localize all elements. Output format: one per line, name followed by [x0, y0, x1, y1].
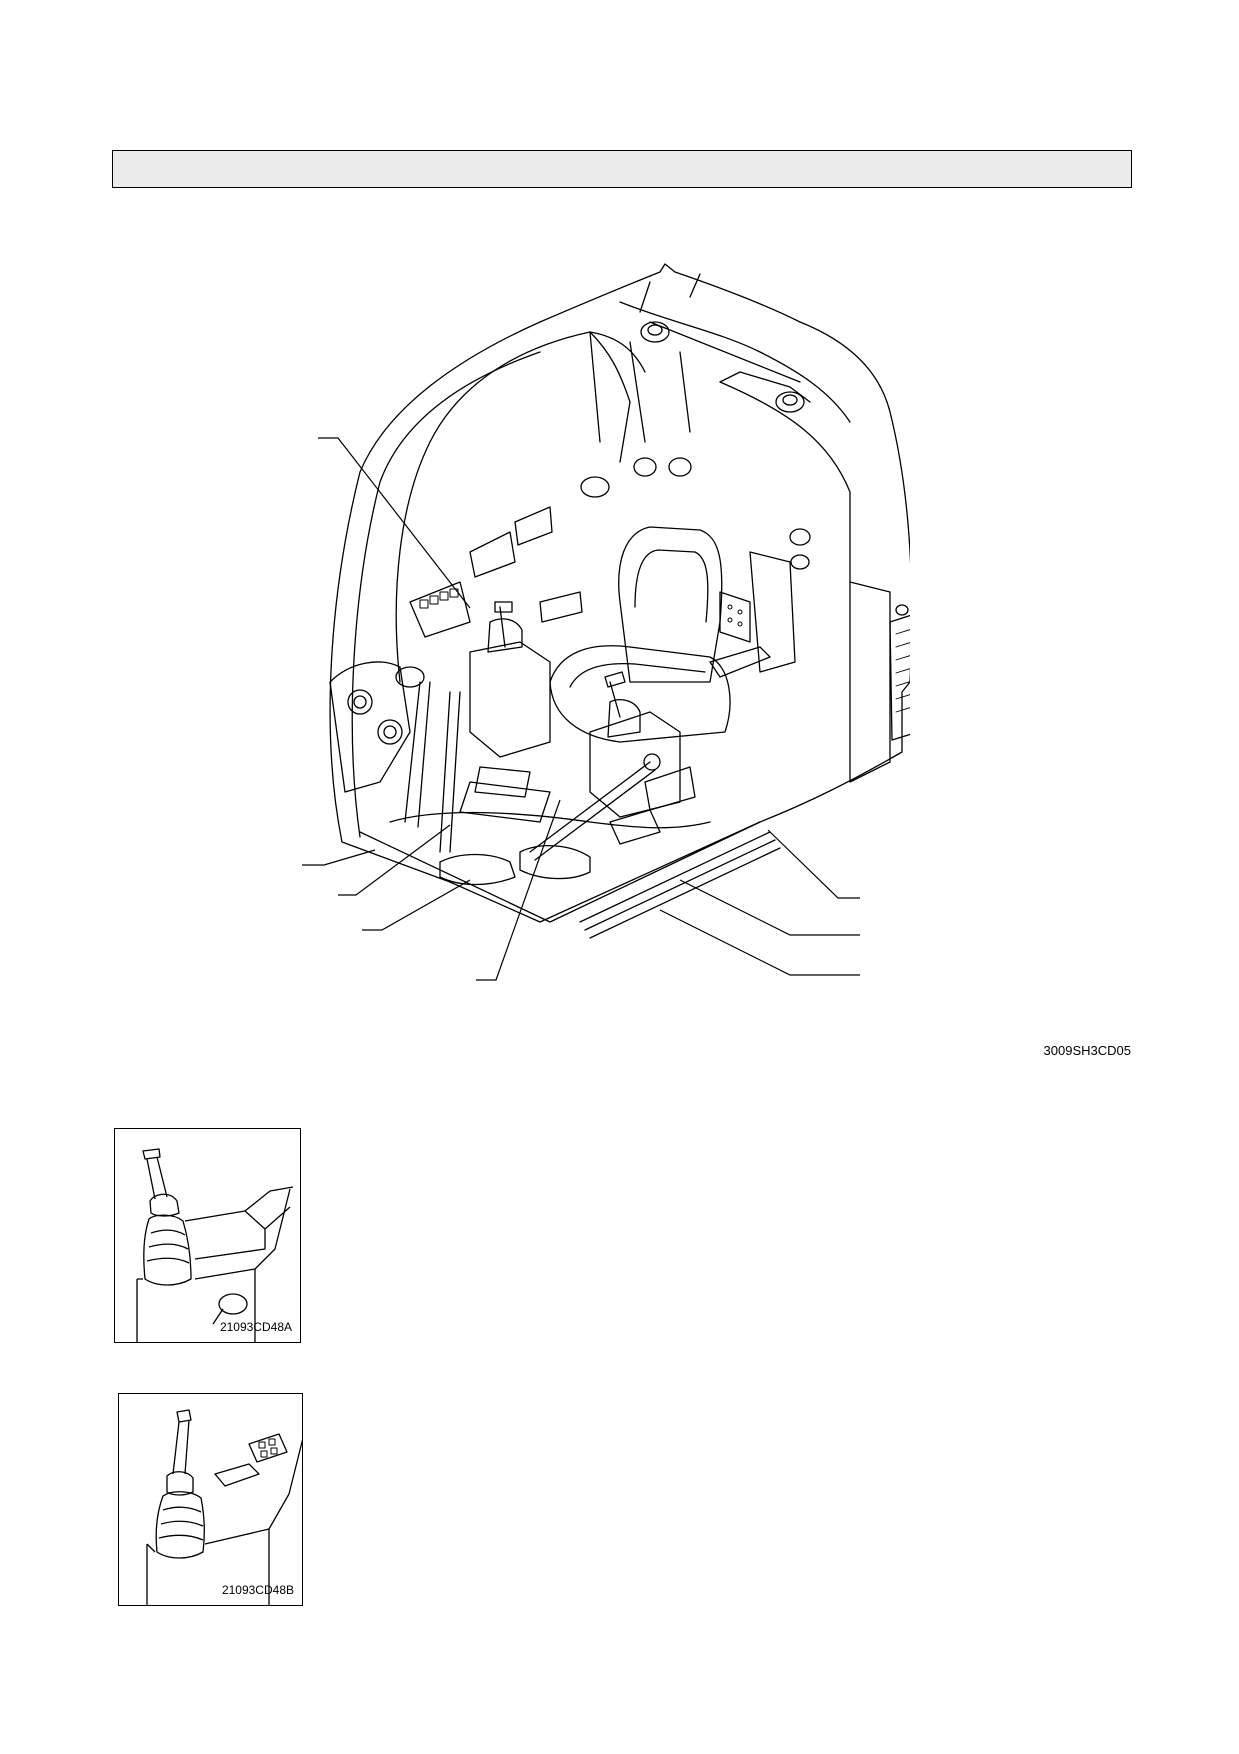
thumbnail-a-code: 21093CD48A — [219, 1320, 292, 1334]
thumbnail-b-code: 21093CD48B — [221, 1583, 294, 1597]
main-figure-code: 3009SH3CD05 — [1043, 1043, 1131, 1058]
left-joystick-thumbnail: 21093CD48A — [114, 1128, 301, 1343]
section-header-bar — [112, 150, 1132, 188]
cab-interior-illustration — [290, 262, 919, 992]
right-joystick-thumbnail: 21093CD48B — [118, 1393, 303, 1606]
